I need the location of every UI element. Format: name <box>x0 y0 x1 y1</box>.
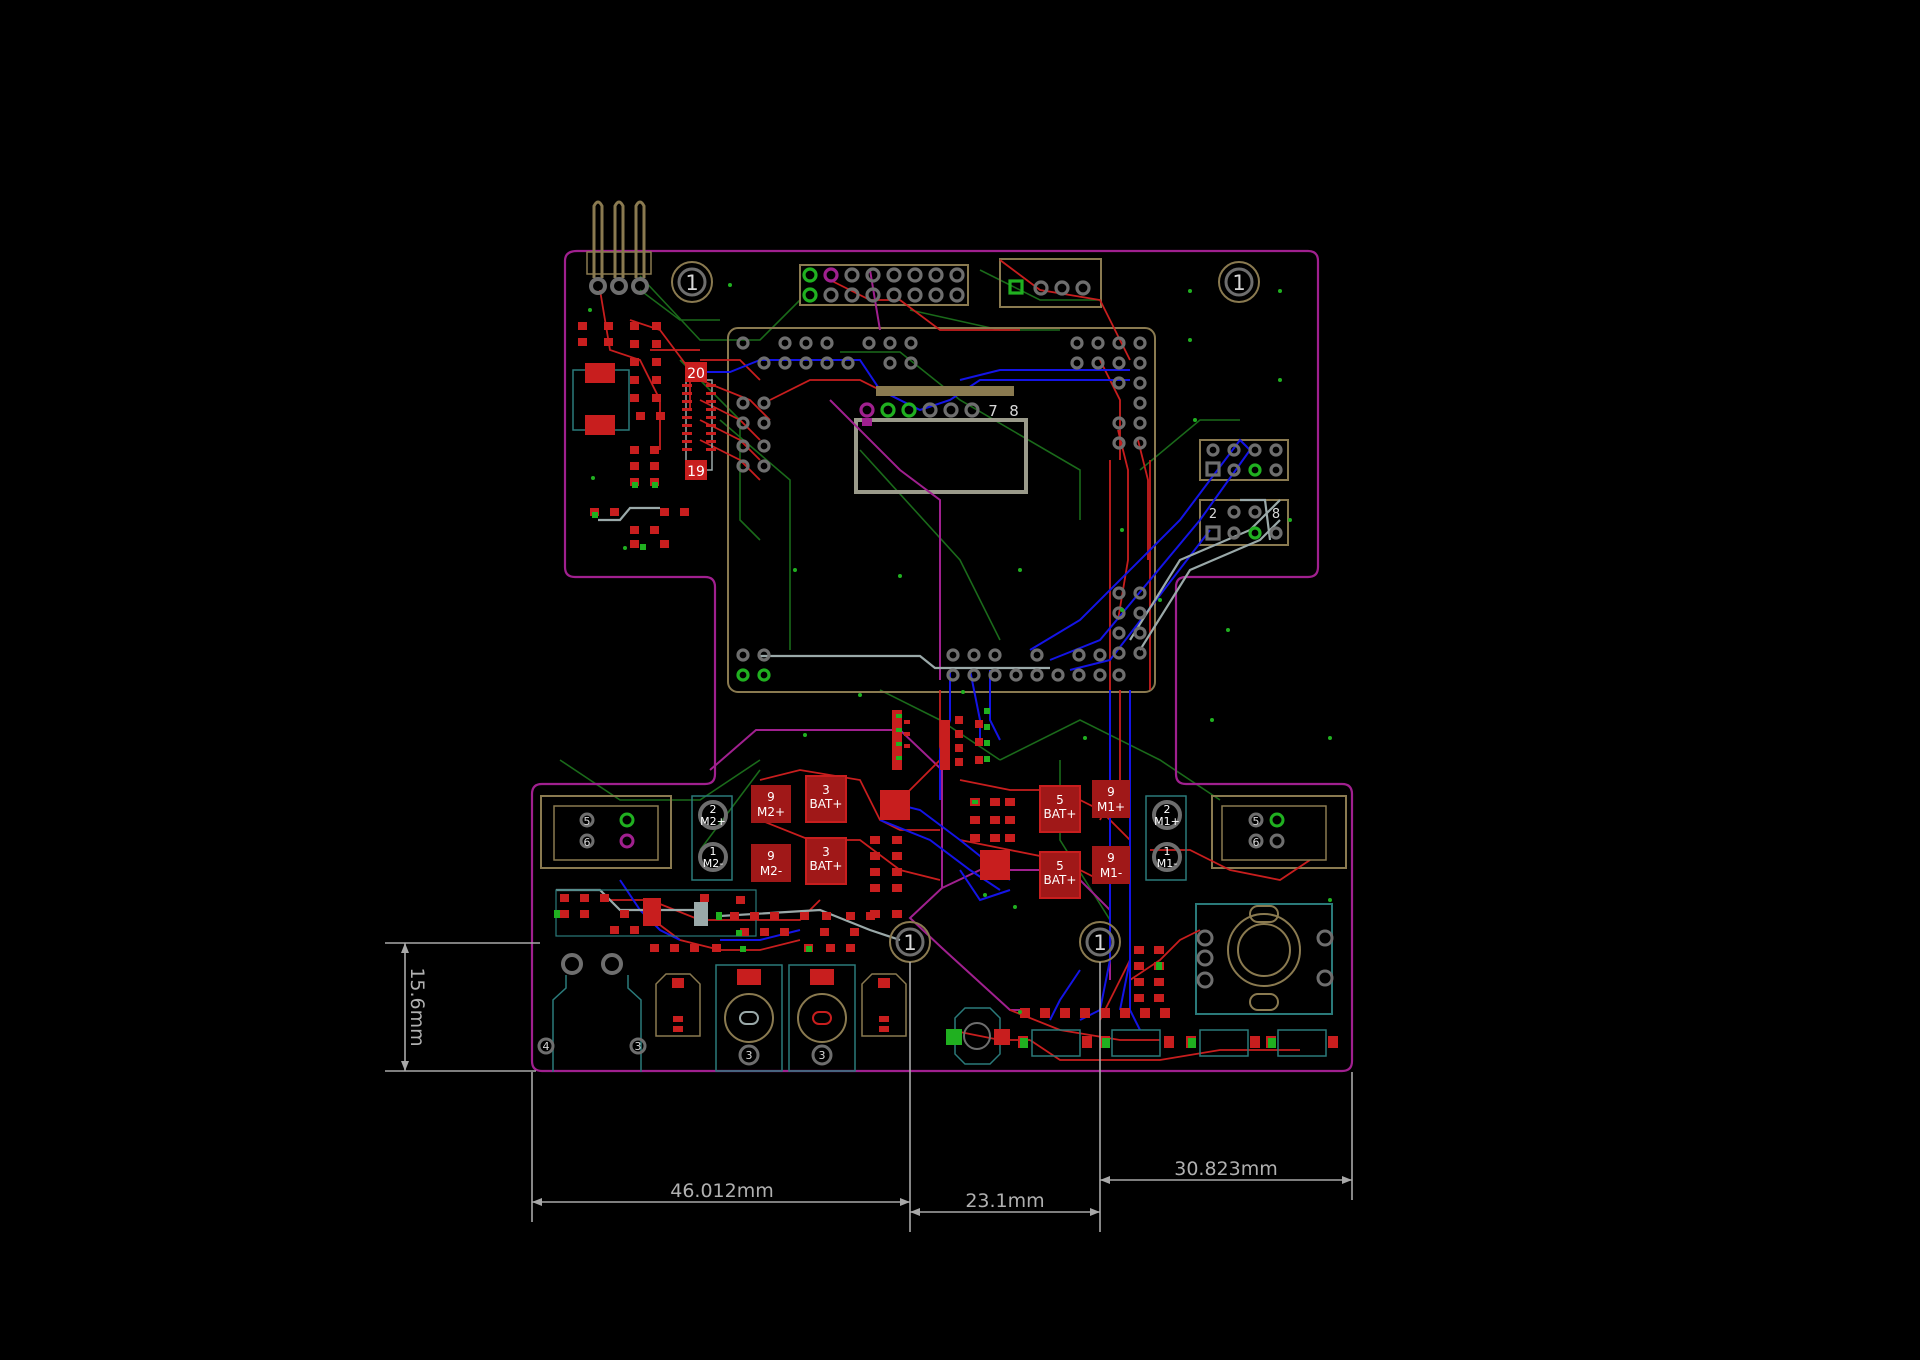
driver-net-label: BAT+ <box>810 797 843 811</box>
dimension-width-left-label: 46.012mm <box>670 1180 774 1202</box>
potentiometers: 3 3 <box>715 964 856 1072</box>
fpc-pin-label-b: 8 <box>1009 402 1019 420</box>
driver-pin-label: 9 <box>1107 785 1115 799</box>
pin-headers <box>736 267 1283 682</box>
driver-net-label: M1+ <box>1097 800 1125 814</box>
header-pin-label-b: 8 <box>1272 507 1280 522</box>
driver-net-label: BAT+ <box>1044 807 1077 821</box>
connector-pin-label: 6 <box>1253 836 1260 849</box>
jack-pin-label: 3 <box>635 1040 642 1053</box>
mount-hole-label: 1 <box>1093 931 1106 955</box>
header-pin-label-a: 2 <box>1209 507 1217 522</box>
driver-pin-label: 9 <box>767 790 775 804</box>
motor-pad-pin-label: 2 <box>710 803 717 816</box>
motor-pad-net-label: M1+ <box>1154 815 1180 828</box>
dimension-arrows <box>401 943 1352 1216</box>
connector-pin-label: 5 <box>1253 815 1260 828</box>
motor-drivers-right: 5 BAT+ 9 M1+ 5 BAT+ 9 M1- <box>1039 780 1130 899</box>
fpc-pin-label-a: 7 <box>988 402 998 420</box>
lower-right-components <box>946 946 1338 1065</box>
rotary-encoder <box>1196 905 1334 1011</box>
driver-net-label: M2- <box>760 864 782 878</box>
audio-jack: 4 3 <box>537 953 647 1072</box>
connector-pin-label: 6 <box>584 836 591 849</box>
tssop-ic: 20 19 <box>682 362 716 480</box>
motor-pad-net-label: M2+ <box>700 815 726 828</box>
lower-left-components <box>554 889 875 952</box>
mount-hole-label: 1 <box>1232 271 1245 295</box>
pot-pin-label: 3 <box>746 1049 753 1062</box>
board-outline <box>530 249 1354 1073</box>
ground-traces <box>559 269 1240 921</box>
driver-pin-label: 5 <box>1056 793 1064 807</box>
small-vias <box>588 283 1332 1014</box>
connector-pin-label: 5 <box>584 815 591 828</box>
mounting-holes: 1 1 1 1 <box>671 261 1260 963</box>
mount-hole-top-left: 1 <box>671 261 713 303</box>
potentiometer: 3 <box>715 964 783 1072</box>
motor-pad-pin-label: 1 <box>710 845 717 858</box>
mount-hole-label: 1 <box>903 931 916 955</box>
fpc-connector <box>862 386 1014 426</box>
ic-pin-label-first: 20 <box>687 366 705 382</box>
connector-left: 5 6 <box>553 805 659 861</box>
mount-hole-top-right: 1 <box>1218 261 1260 303</box>
dimension-width-middle-label: 23.1mm <box>965 1190 1044 1212</box>
potentiometer: 3 <box>788 964 856 1072</box>
driver-net-label: BAT+ <box>1044 873 1077 887</box>
motor-pads-left: 2 M2+ 1 M2- <box>691 795 733 881</box>
jack-pin-label: 4 <box>543 1040 550 1053</box>
regulator-area <box>572 322 689 550</box>
mount-hole-bottom-center-right: 1 <box>1079 921 1121 963</box>
module-courtyard <box>540 258 1347 1015</box>
right-angle-header <box>586 200 652 295</box>
dimension-width-right-label: 30.823mm <box>1174 1158 1278 1180</box>
connector-right: 5 6 <box>1221 805 1327 861</box>
driver-pin-label: 9 <box>767 849 775 863</box>
motor-pad-pin-label: 1 <box>1164 845 1171 858</box>
driver-pin-label: 9 <box>1107 851 1115 865</box>
driver-pin-label: 3 <box>822 783 830 797</box>
motor-pad-pin-label: 2 <box>1164 803 1171 816</box>
driver-net-label: M2+ <box>757 805 785 819</box>
motor-pad-net-label: M2- <box>703 857 723 870</box>
dimension-lines <box>385 942 1353 1232</box>
driver-pin-label: 3 <box>822 845 830 859</box>
dimension-height-label: 15.6mm <box>406 967 428 1046</box>
center-smd-components <box>870 710 1015 918</box>
driver-net-label: M1- <box>1100 866 1122 880</box>
center-green-pads <box>896 708 990 804</box>
mount-hole-label: 1 <box>685 271 698 295</box>
driver-net-label: BAT+ <box>810 859 843 873</box>
motor-pads-right: 2 M1+ 1 M1- <box>1145 795 1187 881</box>
mount-hole-bottom-center-left: 1 <box>889 921 931 963</box>
electrolytic-caps <box>655 973 907 1037</box>
motor-pad-net-label: M1- <box>1157 857 1177 870</box>
ic-pin-label-last: 19 <box>687 464 705 480</box>
driver-pin-label: 5 <box>1056 859 1064 873</box>
pot-pin-label: 3 <box>819 1049 826 1062</box>
motor-drivers-left: 9 M2+ 9 M2- 3 BAT+ 3 BAT+ <box>751 775 847 885</box>
